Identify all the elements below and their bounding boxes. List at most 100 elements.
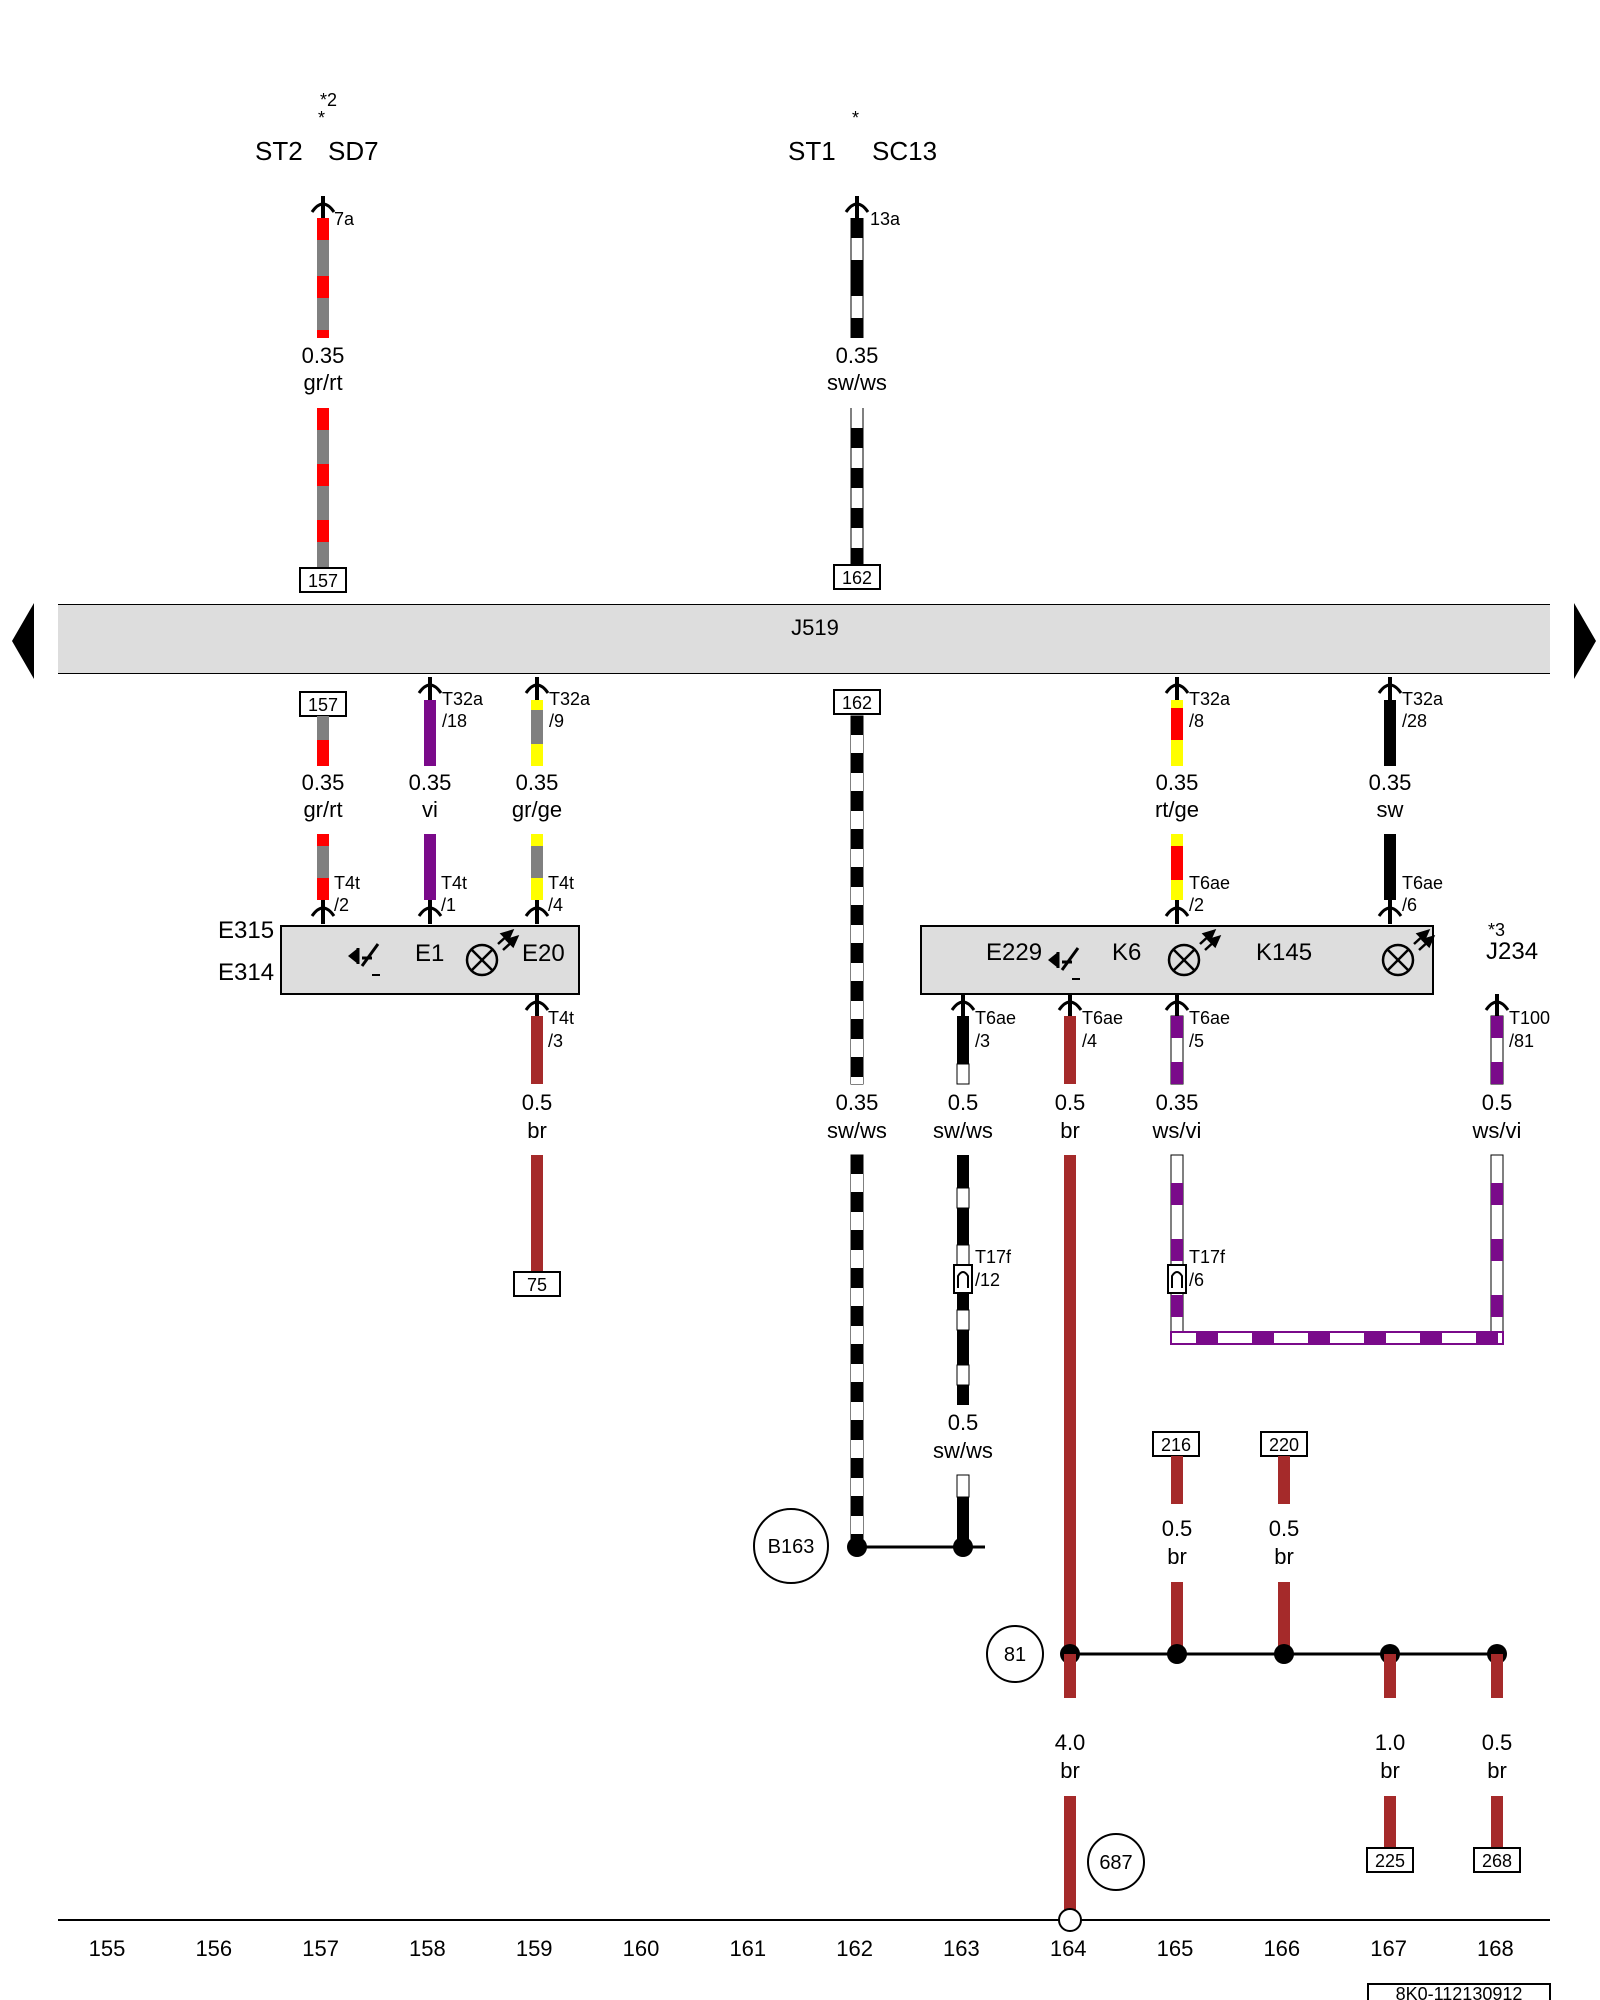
warning-lamp-icon [1167, 929, 1222, 977]
connector-label: T6ae [1402, 873, 1443, 893]
wire-br [1384, 1654, 1396, 1698]
pin-label: /4 [1082, 1031, 1097, 1051]
continue-left-arrow[interactable] [12, 603, 34, 679]
wire-stripe [851, 1402, 863, 1420]
wire-br [1064, 1016, 1076, 1084]
wire-color: br [1060, 1118, 1080, 1143]
wire-br [531, 1016, 543, 1084]
ref-box-268[interactable] [1473, 1847, 1521, 1873]
wire-stripe [1491, 1295, 1503, 1317]
wire-size: 4.0 [1055, 1730, 1086, 1755]
switch-panel-right[interactable] [920, 925, 1434, 995]
seat-heat-switch-icon [1048, 947, 1080, 980]
ground-point-81[interactable] [986, 1625, 1044, 1683]
wire-color: gr/rt [303, 797, 342, 822]
wire-stripe [851, 1364, 863, 1382]
sc13-label: SC13 [872, 136, 937, 166]
sd7-label: SD7 [328, 136, 379, 166]
wire-stripe [1171, 1016, 1183, 1038]
wire-size: 0.35 [409, 770, 452, 795]
pin-label: /3 [548, 1031, 563, 1051]
ref-box-225[interactable] [1366, 1847, 1414, 1873]
connector-label: T32a [549, 689, 591, 709]
wire-color: gr/ge [512, 797, 562, 822]
column-number: 164 [1050, 1936, 1087, 1961]
wire-color: sw/ws [933, 1118, 993, 1143]
ref-label: 162 [842, 693, 872, 713]
wire-size: 0.5 [948, 1410, 979, 1435]
ref-box-157[interactable] [299, 691, 347, 717]
junction-dot [1167, 1644, 1187, 1664]
column-number: 162 [836, 1936, 873, 1961]
column-number: 158 [409, 1936, 446, 1961]
wire-stripe [851, 1174, 863, 1192]
e1-label: E1 [415, 940, 444, 967]
wire-stripe [851, 735, 863, 753]
connector-label: T6ae [1189, 1008, 1230, 1028]
ref-box-216[interactable] [1152, 1431, 1200, 1457]
connector-label: T17f [1189, 1247, 1226, 1267]
control-module-j519 [58, 605, 1550, 673]
wire-stripe [1252, 1332, 1274, 1344]
wire-br [1278, 1582, 1290, 1654]
wire-br [1171, 1456, 1183, 1504]
wire-size: 0.5 [1482, 1730, 1513, 1755]
ref-box-157[interactable] [299, 567, 347, 593]
wire-vi [424, 700, 436, 766]
continue-right-arrow[interactable] [1574, 603, 1596, 679]
ground-point-b163[interactable] [753, 1508, 829, 1584]
wire-segment [1170, 1331, 1504, 1345]
wire-stripe [851, 238, 863, 260]
pin-label: 7a [334, 209, 355, 229]
wire-stripe [851, 773, 863, 791]
wire-stripe [317, 218, 329, 240]
k6-label: K6 [1112, 939, 1141, 966]
wire-stripe [956, 1474, 970, 1498]
wire-size: 0.35 [1156, 1090, 1199, 1115]
column-number: 160 [623, 1936, 660, 1961]
k145-label: K145 [1256, 939, 1312, 966]
wire-stripe [851, 1250, 863, 1268]
switch-panel-left[interactable] [280, 925, 580, 995]
ground-label: B163 [768, 1536, 815, 1558]
wire-size: 0.5 [1269, 1516, 1300, 1541]
pin-label: /5 [1189, 1031, 1204, 1051]
wire-stripe [851, 1077, 863, 1084]
wire-stripe [1476, 1332, 1498, 1344]
column-number: 159 [516, 1936, 553, 1961]
wire-stripe [851, 849, 863, 867]
pin-label: /8 [1189, 711, 1204, 731]
st2-label: ST2 [255, 136, 303, 166]
wire-sw [1384, 834, 1396, 900]
pin-label: /18 [442, 711, 467, 731]
wire-color: sw/ws [827, 370, 887, 395]
connector-label: T4t [548, 873, 574, 893]
st1-label: ST1 [788, 136, 836, 166]
wire-gr-rt [317, 408, 329, 568]
wire-color: vi [422, 797, 438, 822]
e315-label: E315 [218, 917, 274, 944]
ref-box-162[interactable] [833, 689, 881, 715]
pin-label: /2 [334, 895, 349, 915]
j234-label: J234 [1486, 938, 1538, 965]
ground-point-687[interactable] [1087, 1833, 1145, 1891]
wire-stripe [1171, 700, 1183, 708]
ref-box-75[interactable] [513, 1271, 561, 1297]
wire-size: 1.0 [1375, 1730, 1406, 1755]
wire-br [1491, 1796, 1503, 1848]
doc-id: 8K0-112130912 [1396, 1984, 1523, 2000]
connector-label: T4t [334, 873, 360, 893]
column-number: 165 [1157, 1936, 1194, 1961]
wire-color: ws/vi [1152, 1118, 1202, 1143]
wire-br [1491, 1654, 1503, 1698]
wire-stripe [317, 276, 329, 298]
wire-stripe [1491, 1062, 1503, 1084]
wire-size: 0.5 [1482, 1090, 1513, 1115]
wire-stripe [851, 1001, 863, 1019]
pin-label: /4 [548, 895, 563, 915]
pin-label: /2 [1189, 895, 1204, 915]
wire-size: 0.5 [1162, 1516, 1193, 1541]
ref-box-162[interactable] [833, 564, 881, 590]
wire-stripe [956, 1187, 970, 1209]
